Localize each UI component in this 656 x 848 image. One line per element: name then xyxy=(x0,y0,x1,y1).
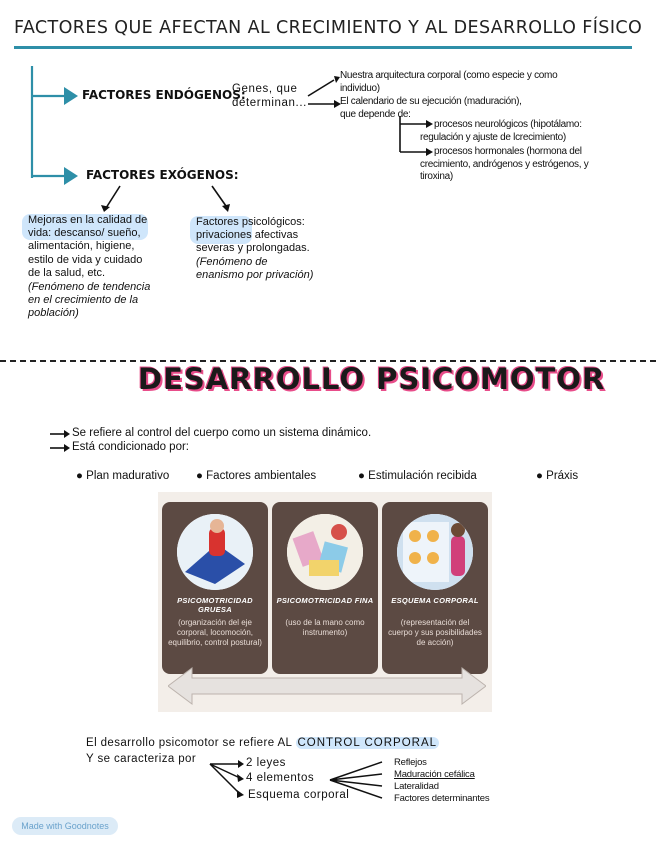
summary-line1: El desarrollo psicomotor se refiere AL C… xyxy=(86,737,439,749)
endogenos-sub2: procesos hormonales (hormona del crecimi… xyxy=(420,146,620,184)
arrow-endogenos-icon xyxy=(64,87,78,105)
esquema-photo xyxy=(397,514,473,590)
psicomotor-title: DESARROLLO PSICOMOTOR xyxy=(138,362,605,396)
summary-item-leyes: 2 leyes xyxy=(246,757,286,769)
fina-title: PSICOMOTRICIDAD FINA xyxy=(276,596,374,605)
genes-line1: Genes, que xyxy=(232,82,312,96)
bullet-ambientales: ● Factores ambientales xyxy=(196,470,316,482)
elements-list: Reflejos Maduración cefálica Lateralidad… xyxy=(394,757,489,805)
summary-highlight: CONTROL CORPORAL xyxy=(296,737,440,749)
item2-line1: El calendario de su ejecución (maduració… xyxy=(340,96,580,109)
fina-desc: (uso de la mano como instrumento) xyxy=(278,618,372,638)
exogenos-label: FACTORES EXÓGENOS: xyxy=(86,168,239,182)
exogenos-psico: Factores psicológicos: privaciones afect… xyxy=(196,216,316,282)
psico-note: (Fenómeno de enanismo por privación) xyxy=(196,256,316,282)
bullet-plan-label: Plan madurativo xyxy=(86,470,169,482)
intro-arrows xyxy=(48,428,72,454)
element-factores: Factores determinantes xyxy=(394,793,489,805)
summary-line2: Y se caracteriza por xyxy=(86,753,196,765)
fina-photo xyxy=(287,514,363,590)
genes-line2: determinan... xyxy=(232,96,312,110)
endogenos-sub1: procesos neurológicos (hipotálamo: regul… xyxy=(420,119,620,144)
esquema-image-icon xyxy=(397,514,473,590)
genes-text: Genes, que determinan... xyxy=(232,82,312,110)
bullet-ambientales-label: Factores ambientales xyxy=(206,470,316,482)
bullet-estimulacion: ● Estimulación recibida xyxy=(358,470,477,482)
psico-label: Factores psicológicos: xyxy=(196,216,316,229)
gruesa-image-icon xyxy=(177,514,253,590)
bullet-praxis-label: Práxis xyxy=(546,470,578,482)
bullet-praxis: ● Práxis xyxy=(536,470,578,482)
summary-item-esquema: Esquema corporal xyxy=(248,789,349,801)
mejoras-text: Mejoras en la calidad de vida: descanso/… xyxy=(28,214,152,280)
arrow-exogenos-icon xyxy=(64,167,78,185)
arrow-exo-mejoras xyxy=(106,186,120,208)
element-lateralidad: Lateralidad xyxy=(394,781,489,793)
psicomotor-line2: Está condicionado por: xyxy=(72,441,189,453)
exogenos-mejoras: Mejoras en la calidad de vida: descanso/… xyxy=(28,214,152,321)
gruesa-photo xyxy=(177,514,253,590)
gruesa-desc: (organización del eje corporal, locomoci… xyxy=(168,618,262,648)
goodnotes-watermark: Made with Goodnotes xyxy=(12,817,118,835)
element-maduracion: Maduración cefálica xyxy=(394,769,489,781)
card-esquema: ESQUEMA CORPORAL (representación del cue… xyxy=(382,502,488,674)
card-gruesa: PSICOMOTRICIDAD GRUESA (organización del… xyxy=(162,502,268,674)
endogenos-item2: El calendario de su ejecución (maduració… xyxy=(340,96,580,121)
summary-prefix: El desarrollo psicomotor se refiere AL xyxy=(86,737,292,749)
summary-item-elementos: 4 elementos xyxy=(246,772,314,784)
gruesa-title: PSICOMOTRICIDAD GRUESA xyxy=(166,596,264,614)
double-arrow-icon xyxy=(168,664,486,708)
esquema-desc: (representación del cuerpo y sus posibil… xyxy=(388,618,482,648)
bullet-estimulacion-label: Estimulación recibida xyxy=(368,470,477,482)
psicomotor-line1: Se refiere al control del cuerpo como un… xyxy=(72,427,371,439)
mejoras-note: (Fenómeno de tendencia en el crecimiento… xyxy=(28,281,152,321)
endogenos-item1: Nuestra arquitectura corporal (como espe… xyxy=(340,70,580,95)
arrow-exo-psico xyxy=(212,186,226,206)
esquema-title: ESQUEMA CORPORAL xyxy=(386,596,484,605)
card-fina: PSICOMOTRICIDAD FINA (uso de la mano com… xyxy=(272,502,378,674)
endogenos-label: FACTORES ENDÓGENOS: xyxy=(82,88,246,102)
element-reflejos: Reflejos xyxy=(394,757,489,769)
bullet-plan: ● Plan madurativo xyxy=(76,470,169,482)
psico-text: privaciones afectivas severas y prolonga… xyxy=(196,229,316,255)
fina-image-icon xyxy=(287,514,363,590)
